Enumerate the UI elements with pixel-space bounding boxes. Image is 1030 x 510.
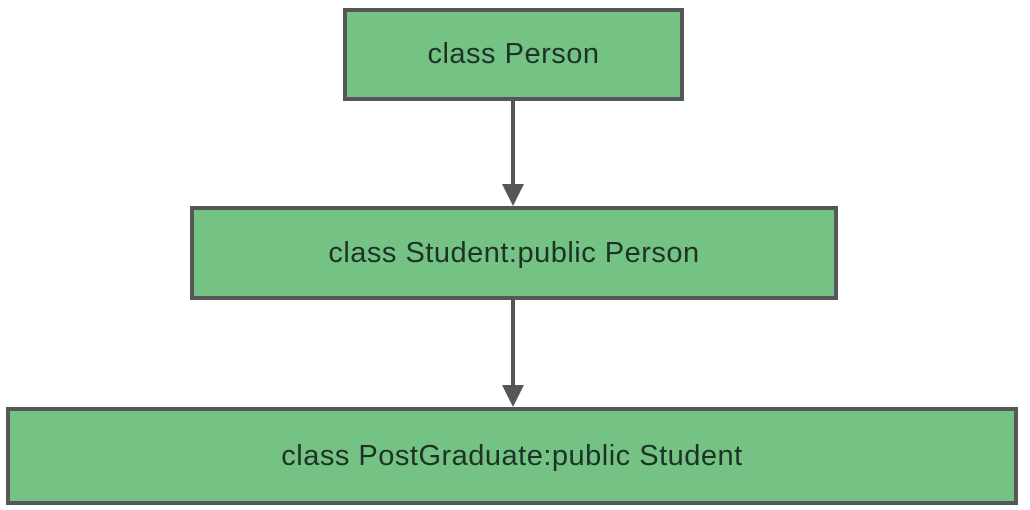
node-class-student: class Student:public Person [190, 206, 838, 300]
node-class-person: class Person [343, 8, 684, 101]
arrow-down-icon [502, 101, 524, 206]
node-class-postgraduate-label: class PostGraduate:public Student [281, 439, 743, 472]
node-class-postgraduate: class PostGraduate:public Student [6, 407, 1018, 505]
arrow-down-icon [502, 300, 524, 407]
node-class-person-label: class Person [427, 38, 600, 70]
node-class-student-label: class Student:public Person [328, 236, 700, 269]
